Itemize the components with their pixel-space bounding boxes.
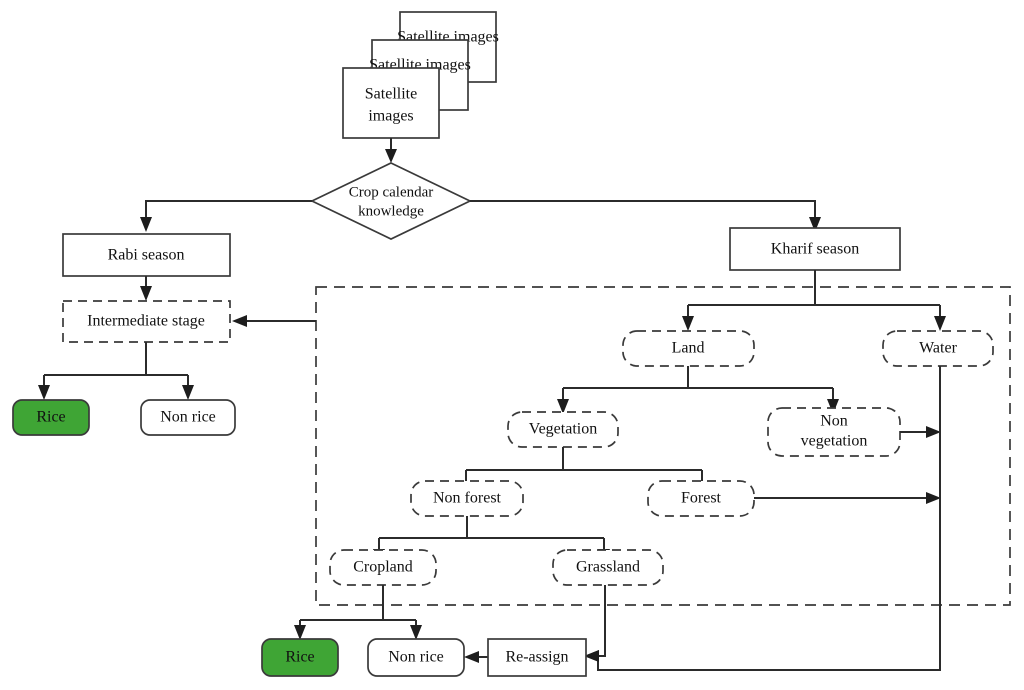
rabi-rice-label: Rice xyxy=(36,409,65,426)
reassign-box xyxy=(487,638,587,677)
kharif-rice-box xyxy=(261,638,339,677)
edge-crop-calendar-to-kharif xyxy=(470,200,821,232)
forest-box xyxy=(647,480,755,517)
crop-calendar-diamond xyxy=(310,162,472,240)
forest-label: Forest xyxy=(681,490,722,507)
node-rabi-non-rice[interactable]: Non rice xyxy=(140,399,236,436)
edge-forest-to-water-line xyxy=(754,492,941,504)
rabi-rice-box xyxy=(12,399,90,436)
grassland-label: Grassland xyxy=(576,559,640,576)
non-vegetation-label-line1: Non xyxy=(820,413,848,430)
reassign-label: Re-assign xyxy=(505,649,568,666)
kharif-season-label: Kharif season xyxy=(771,241,859,258)
kharif-season-box xyxy=(729,227,901,271)
node-rabi-season[interactable]: Rabi season xyxy=(62,233,231,277)
node-intermediate-stage[interactable]: Intermediate stage xyxy=(62,300,231,343)
edge-rabi-to-intermediate xyxy=(140,276,152,301)
node-kharif-non-rice[interactable]: Non rice xyxy=(367,638,465,677)
kharif-non-rice-box xyxy=(367,638,465,677)
kharif-non-rice-label: Non rice xyxy=(388,649,444,666)
intermediate-stage-label: Intermediate stage xyxy=(87,313,205,330)
vegetation-label: Vegetation xyxy=(529,421,597,438)
water-label: Water xyxy=(919,340,957,357)
cropland-label: Cropland xyxy=(353,559,413,576)
node-forest[interactable]: Forest xyxy=(647,480,755,517)
node-crop-calendar[interactable]: Crop calendar knowledge xyxy=(310,162,472,240)
node-land[interactable]: Land xyxy=(622,330,755,367)
node-kharif-season[interactable]: Kharif season xyxy=(729,227,901,271)
edge-kharif-group-to-intermediate xyxy=(232,315,316,327)
non-forest-box xyxy=(410,480,524,517)
satellite-image-front-label-line2: images xyxy=(368,108,413,125)
edge-crop-calendar-to-rabi xyxy=(140,200,312,232)
satellite-image-front xyxy=(342,67,440,139)
kharif-rice-label: Rice xyxy=(285,649,314,666)
edge-cropland-split xyxy=(294,585,422,640)
non-forest-label: Non forest xyxy=(433,490,502,507)
node-reassign[interactable]: Re-assign xyxy=(487,638,587,677)
edge-kharif-split xyxy=(682,270,946,331)
edge-satellite-to-crop-calendar xyxy=(385,138,397,163)
water-box xyxy=(882,330,994,367)
node-rabi-rice[interactable]: Rice xyxy=(12,399,90,436)
node-vegetation[interactable]: Vegetation xyxy=(507,411,619,448)
crop-calendar-label-line1: Crop calendar xyxy=(349,184,434,200)
satellite-image-front-label-line1: Satellite xyxy=(365,86,417,103)
satellite-images-stack[interactable]: Satellite images Satellite images Satell… xyxy=(342,11,499,139)
edge-water-line-to-reassign xyxy=(584,366,941,671)
land-label: Land xyxy=(672,340,705,357)
node-non-forest[interactable]: Non forest xyxy=(410,480,524,517)
rabi-season-label: Rabi season xyxy=(108,247,185,264)
node-kharif-rice[interactable]: Rice xyxy=(261,638,339,677)
non-vegetation-label-line2: vegetation xyxy=(801,433,868,450)
node-non-vegetation[interactable]: Non vegetation xyxy=(767,407,901,457)
edge-non-vegetation-to-water-line xyxy=(900,426,941,438)
node-water[interactable]: Water xyxy=(882,330,994,367)
node-grassland[interactable]: Grassland xyxy=(552,549,664,586)
grassland-box xyxy=(552,549,664,586)
edge-reassign-to-non-rice xyxy=(464,651,488,663)
crop-calendar-label-line2: knowledge xyxy=(358,203,424,219)
edge-grassland-to-reassign xyxy=(584,585,606,662)
rabi-non-rice-label: Non rice xyxy=(160,409,216,426)
land-box xyxy=(622,330,755,367)
edge-land-split xyxy=(557,366,839,414)
intermediate-stage-box xyxy=(62,300,231,343)
kharif-group-container xyxy=(315,286,1011,606)
rabi-non-rice-box xyxy=(140,399,236,436)
edge-intermediate-split xyxy=(38,342,194,400)
rabi-season-box xyxy=(62,233,231,277)
node-cropland[interactable]: Cropland xyxy=(329,549,437,586)
